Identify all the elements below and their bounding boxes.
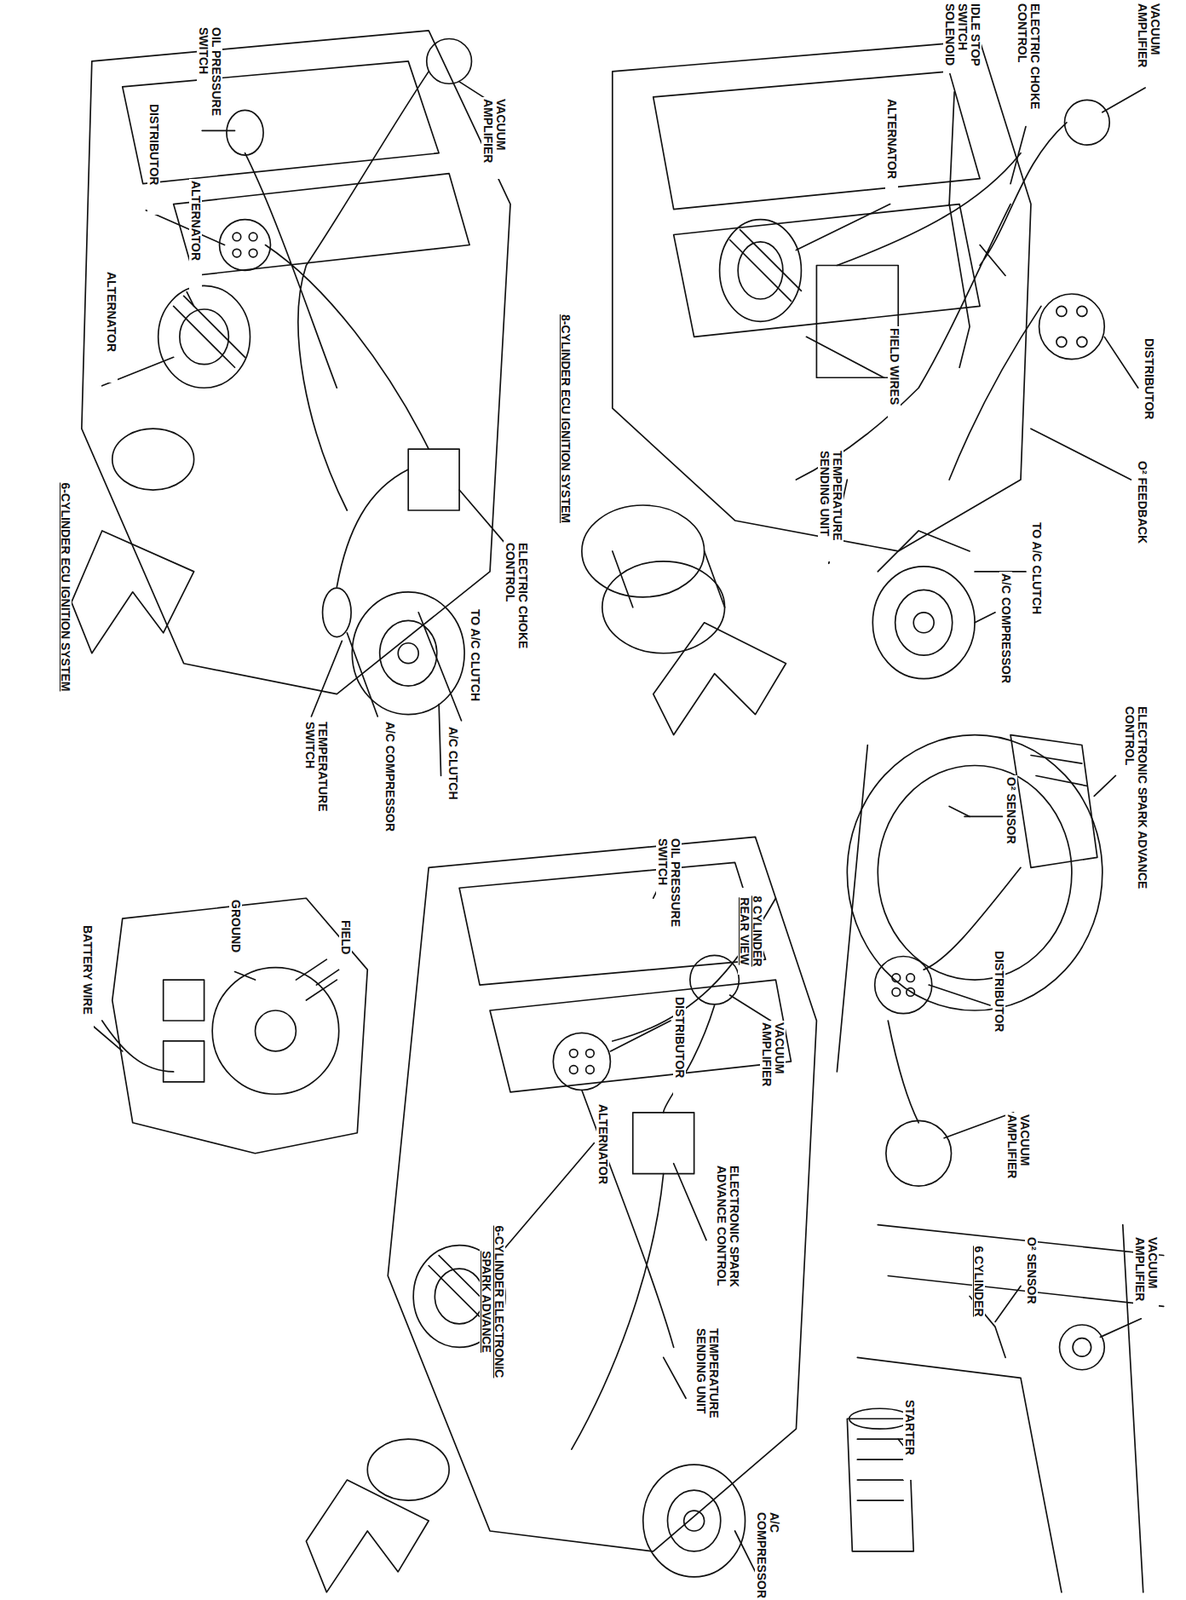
part-label: A/C COMPRESSOR [383,719,397,853]
part-label: VACUUM AMPLIFIER [1133,1235,1159,1318]
figure-caption: 8 CYLINDER REAR VIEW [737,887,764,975]
part-label: OIL PRESSURE SWITCH [656,836,682,939]
part-label: VACUUM AMPLIFIER [481,97,507,179]
part-label: O² FEEDBACK [1135,459,1149,572]
part-label: OIL PRESSURE SWITCH [196,25,223,128]
figure-caption: 8-CYLINDER ECU IGNITION SYSTEM [558,230,572,608]
part-label: DISTRIBUTOR [1142,336,1156,450]
part-label: TO A/C CLUTCH [1030,520,1043,644]
part-label: IDLE STOP SWITCH SOLENOID [943,1,982,74]
part-label: FIELD [339,918,352,970]
part-label: VACUUM AMPLIFIER [759,1020,786,1103]
part-label: A/C CLUTCH [446,725,460,818]
part-label: DISTRIBUTOR [147,102,161,215]
part-label: ALTERNATOR [104,270,118,383]
part-label: O² SENSOR [1024,1235,1038,1318]
part-label: TO A/C CLUTCH [468,607,482,731]
figure-caption: 6 CYLINDER [972,1240,985,1323]
part-label: ELECTRIC CHOKE CONTROL [503,541,530,654]
part-label: STARTER [903,1398,916,1480]
part-label: ALTERNATOR [189,178,202,292]
part-label: BATTERY WIRE [80,923,94,1037]
part-label: TEMPERATURE SWITCH [303,719,329,823]
part-label: A/C COMPRESSOR [754,1510,781,1593]
part-label: VACUUM AMPLIFIER [1005,1112,1031,1195]
part-label: ALTERNATOR [885,97,899,200]
part-label: TEMPERATURE SENDING UNIT [817,449,844,562]
figure-caption: 6-CYLINDER ECU IGNITION SYSTEM [58,469,72,705]
part-label: TEMPERATURE SENDING UNIT [694,1326,720,1440]
part-label: ALTERNATOR [596,1102,610,1215]
part-label: O² SENSOR [1004,775,1018,858]
part-label: A/C COMPRESSOR [999,571,1013,705]
part-label: ELECTRONIC SPARK ADVANCE CONTROL [1122,704,1149,910]
part-label: ELECTRIC CHOKE CONTROL [1015,1,1042,125]
part-label: GROUND [229,898,242,970]
part-label: ELECTRONIC SPARK ADVANCE CONTROL [714,1163,741,1307]
figure-caption: 6-CYLINDER ELECTRONIC SPARK ADVANCE [479,1204,506,1400]
part-label: VACUUM AMPLIFIER [1135,1,1162,79]
part-label: DISTRIBUTOR [673,995,686,1108]
part-label: DISTRIBUTOR [992,949,1006,1062]
part-label: FIELD WIRES [887,326,901,429]
